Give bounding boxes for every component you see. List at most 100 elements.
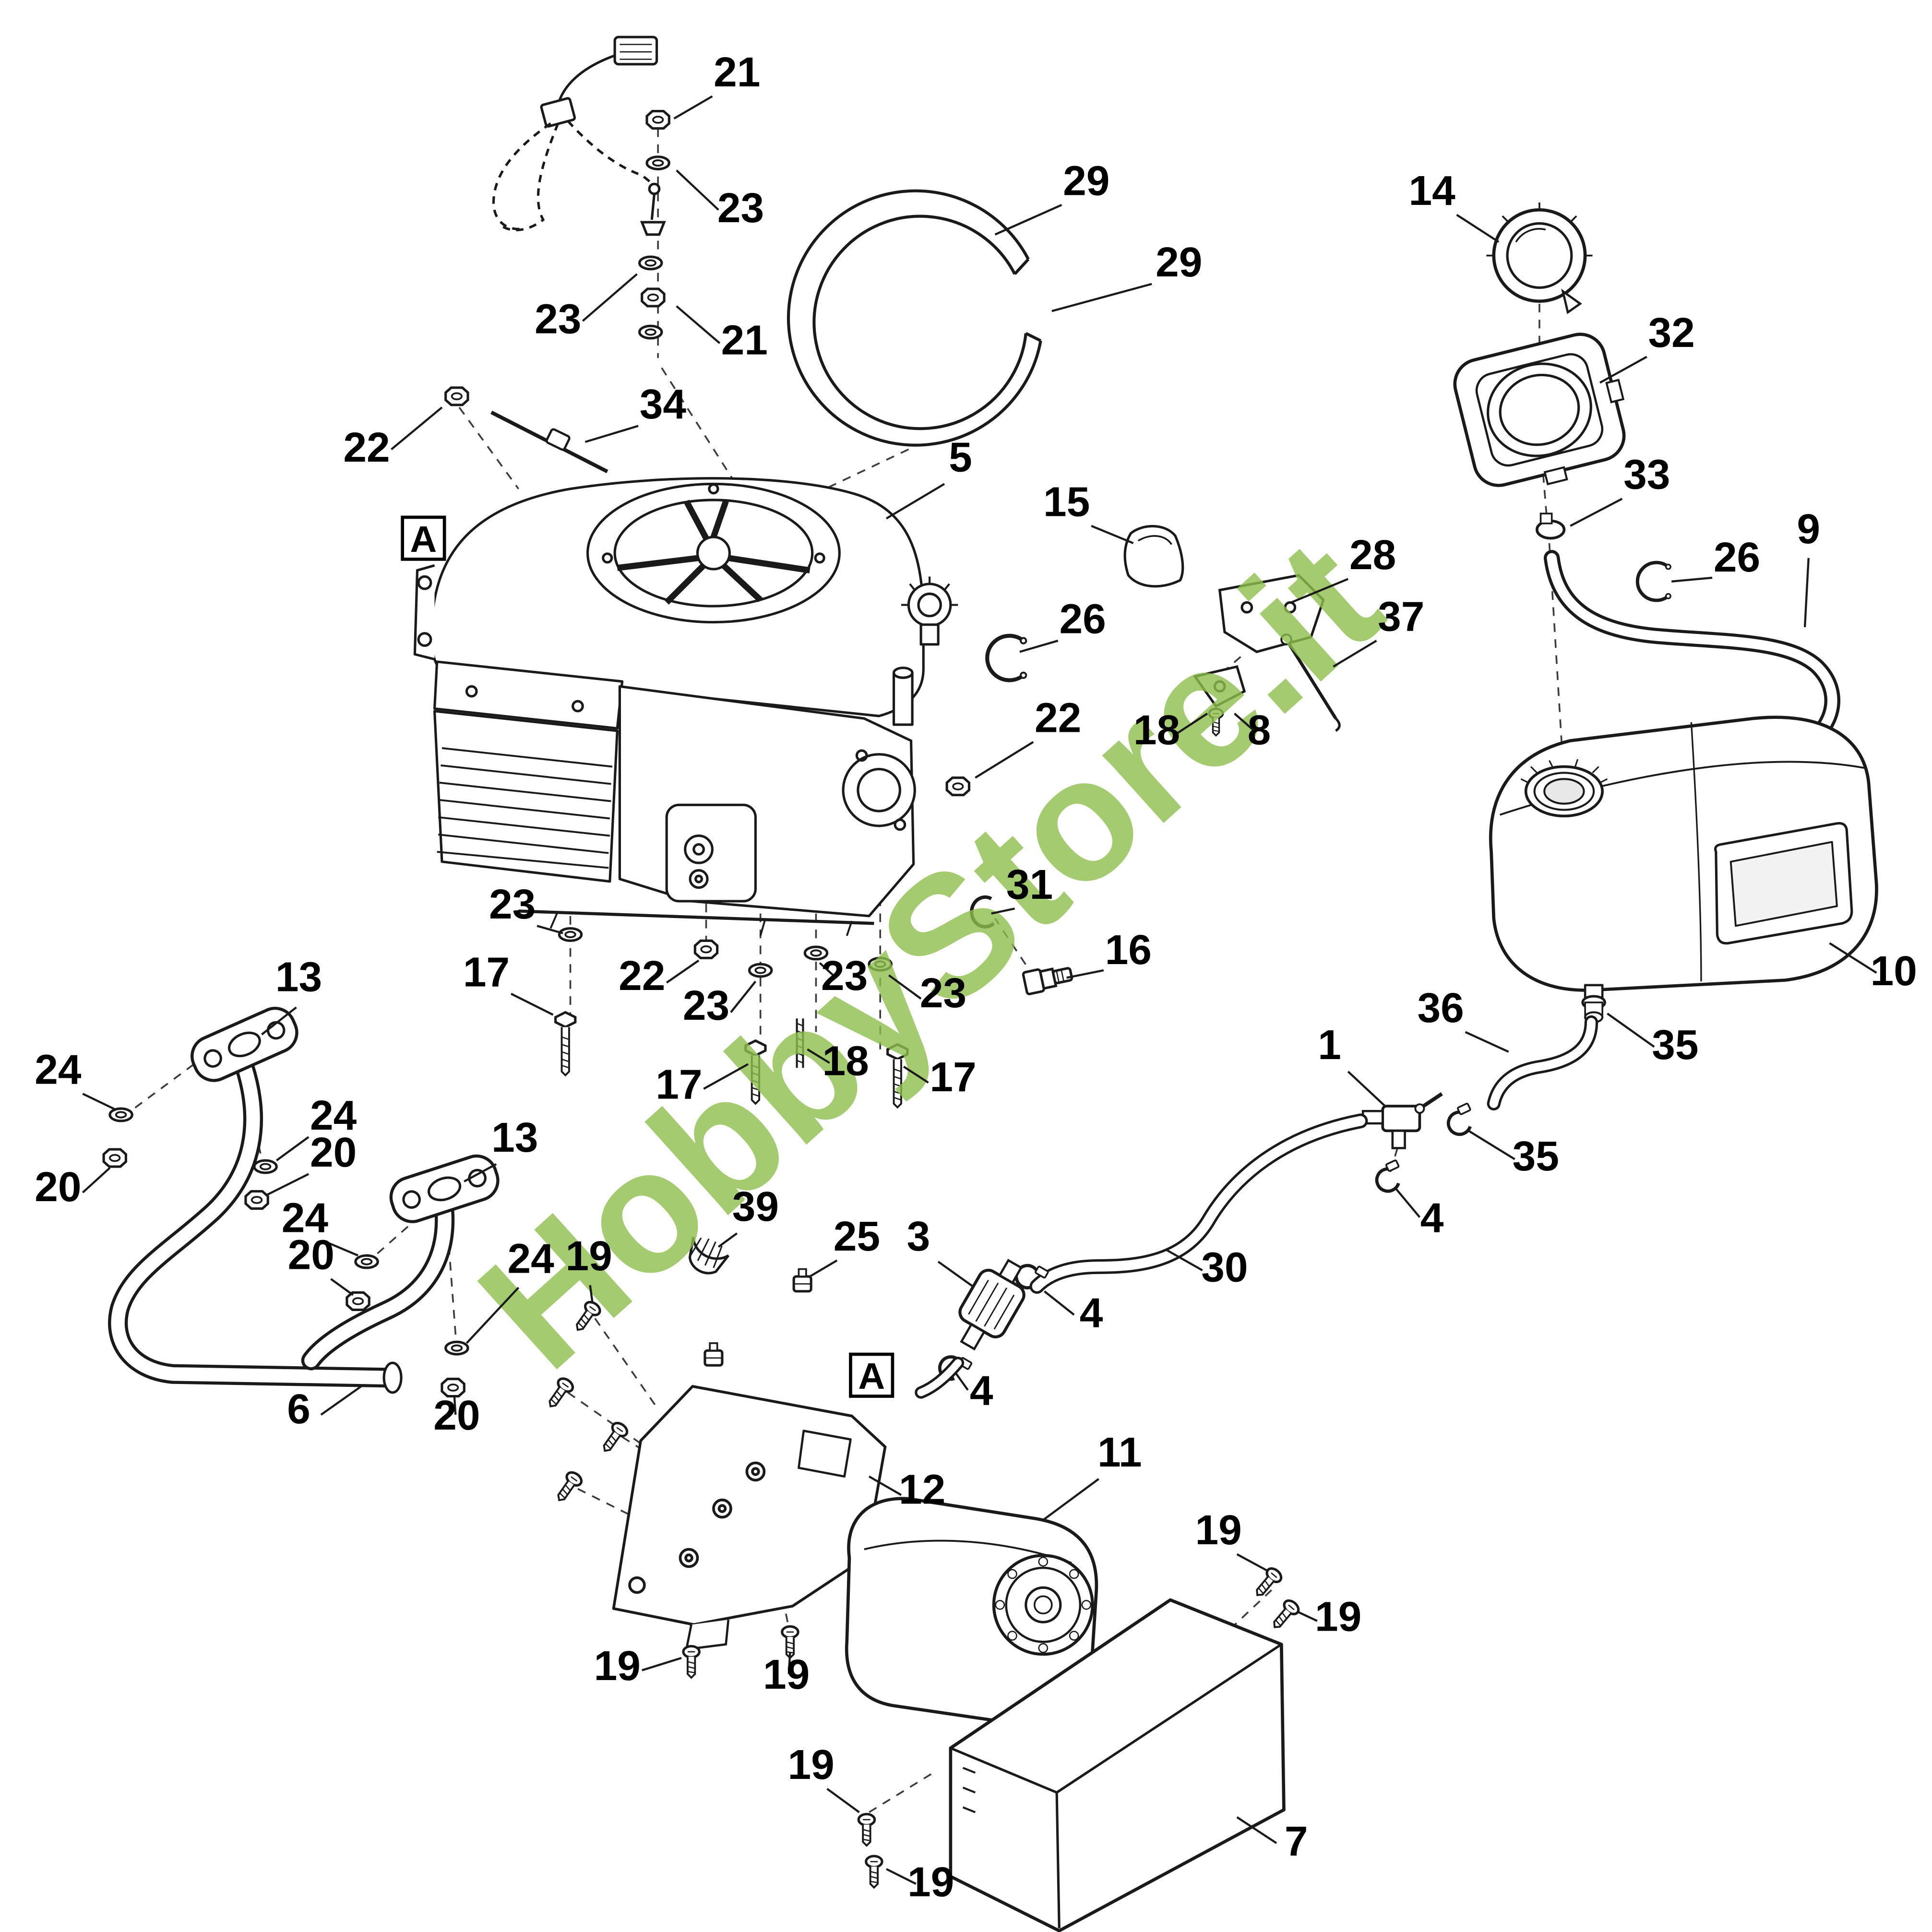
callout-leader-22 [975,741,1034,779]
callout-leader-24 [275,1136,310,1161]
muffler-guard [949,1598,1286,1932]
washer-23-low [640,326,662,338]
callout-23: 23 [535,296,581,343]
callout-14: 14 [1408,167,1455,214]
nut-22-shroud [446,388,468,405]
washer-24-a [110,1109,132,1121]
engine [413,477,958,936]
callout-leader-21 [673,95,713,119]
callout-leader-3 [937,1261,974,1288]
callout-leader-29 [1051,283,1152,312]
callout-20: 20 [288,1231,334,1278]
callout-leader-23 [676,169,719,211]
callout-leader-18 [1174,713,1208,736]
cable-tie [490,410,608,474]
fuel-tank [1489,716,1878,999]
callout-leader-10 [1829,942,1877,974]
fuel-fitting [1022,967,1073,995]
callout-8: 8 [1248,706,1271,753]
callout-leader-12 [868,1475,902,1496]
callout-leader-4 [1394,1187,1421,1218]
callout-19: 19 [907,1858,954,1905]
callout-19: 19 [565,1232,612,1279]
callout-4: 4 [1080,1289,1103,1336]
callout-23: 23 [489,881,536,928]
washer-23-top [647,157,669,169]
callout-19: 19 [1315,1593,1361,1640]
callout-26: 26 [1059,596,1106,643]
exhaust-pipes [108,1057,455,1394]
callout-19: 19 [1195,1506,1241,1553]
callout-22: 22 [1035,694,1081,741]
fuel-hose [1029,1113,1368,1294]
callout-10: 10 [1871,947,1917,994]
callout-21: 21 [721,316,768,363]
callout-4: 4 [1420,1194,1444,1241]
callout-leader-14 [1456,214,1500,243]
callout-leader-20 [266,1173,310,1196]
callout-leader-23 [888,974,922,1000]
throttle-rod [1280,633,1341,732]
washer-24-c [356,1255,378,1268]
callout-23: 23 [920,969,966,1016]
callout-leader-26 [1019,640,1059,653]
tank-bezel [1453,333,1626,487]
callout-11: 11 [1097,1429,1142,1476]
callout-20: 20 [35,1163,81,1210]
nut-22-base [695,941,717,958]
callout-13: 13 [275,954,322,1001]
callout-leader-23 [537,925,563,934]
callout-leader-29 [994,204,1062,236]
tank-handle-recess [1714,822,1853,945]
callout-21: 21 [714,48,760,95]
washer-23-mid [640,257,662,269]
callout-24: 24 [35,1046,82,1093]
callout-34: 34 [640,381,687,428]
callout-leader-22 [666,959,700,984]
engine-fan-spokes [617,500,811,605]
washer-24-b [254,1160,276,1173]
callout-leader-13 [464,1163,497,1182]
fuel-cap [1486,202,1593,314]
callout-leader-35 [1607,1013,1655,1048]
callout-leader-18 [807,1048,830,1064]
fuel-hose-lower [915,1357,965,1399]
wiring-harness [492,36,666,236]
callout-leader-23 [730,980,757,1013]
callout-leader-32 [1599,356,1647,384]
callout-leader-4 [954,1372,969,1391]
callout-33: 33 [1623,451,1670,498]
callout-19: 19 [788,1741,835,1788]
callout-31: 31 [1006,861,1053,908]
callout-leader-19 [787,1651,791,1674]
hose-clamp-4-valve [1371,1160,1407,1195]
callout-35: 35 [1513,1133,1559,1180]
callout-28: 28 [1349,531,1396,578]
callout-29: 29 [1156,239,1202,286]
nut-20-a [104,1149,126,1167]
control-bracket [1218,574,1325,654]
fuel-elbow [1487,1015,1598,1110]
callout-leader-11 [1041,1478,1099,1522]
callout-23: 23 [821,952,868,999]
washer-23-a [559,929,581,941]
svg-text:A: A [410,519,437,560]
svg-text:A: A [858,1356,885,1397]
callout-leader-6 [320,1384,364,1416]
screw-19-i [859,1814,874,1846]
callout-37: 37 [1378,593,1424,640]
washer-24-d [446,1342,468,1354]
hose-guide [688,1237,729,1275]
screw-19-d [553,1470,584,1505]
hose-clamp-33 [1535,513,1566,540]
fan-ring [787,189,1042,447]
rubber-boot [1123,525,1184,588]
callout-29: 29 [1063,157,1109,204]
callout-39: 39 [732,1183,779,1230]
callout-leader-19 [589,1285,594,1304]
callout-18: 18 [823,1038,869,1085]
callout-leader-28 [1291,578,1349,604]
